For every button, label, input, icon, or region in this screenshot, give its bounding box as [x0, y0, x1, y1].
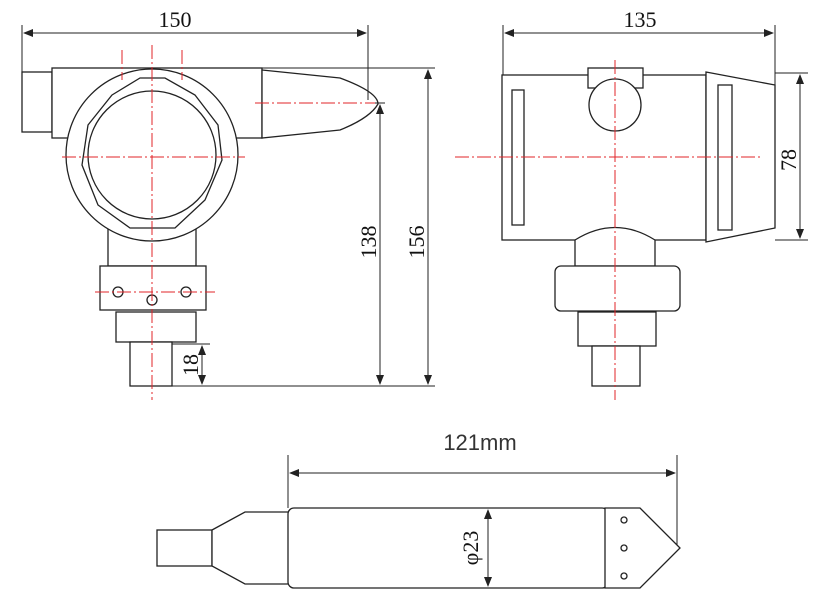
probe-head	[604, 507, 681, 589]
cable	[156, 529, 213, 567]
dim-width-135: 135	[624, 7, 657, 32]
probe-hole	[620, 544, 628, 552]
dim-diameter-23: φ23	[458, 531, 483, 566]
dim-height-156: 156	[404, 226, 429, 259]
probe-hole	[620, 516, 628, 524]
probe-dimensions: 121mm φ23	[287, 430, 678, 587]
side-plug	[21, 71, 53, 133]
pressure-fitting	[129, 341, 173, 387]
side-hex-nut	[577, 311, 657, 347]
front-view-dimensions: 150 138 156 18	[21, 7, 435, 387]
side-mount-block	[554, 265, 681, 312]
probe-body	[287, 507, 609, 589]
hex-nut	[115, 311, 197, 343]
probe-hole	[620, 572, 628, 580]
dim-cover-78: 78	[776, 149, 801, 171]
dim-fitting-18: 18	[178, 354, 203, 376]
side-view	[455, 60, 776, 400]
cover-ribs	[81, 77, 223, 229]
dim-height-138: 138	[356, 226, 381, 259]
dim-length-121mm: 121mm	[443, 430, 516, 455]
level-probe	[156, 507, 681, 589]
cable-taper	[211, 511, 291, 585]
front-view	[21, 45, 379, 400]
dim-width-150: 150	[159, 7, 192, 32]
cable-gland	[261, 69, 379, 139]
side-cover	[705, 71, 776, 243]
side-fitting	[591, 345, 641, 387]
side-view-dimensions: 135 78	[502, 7, 808, 241]
